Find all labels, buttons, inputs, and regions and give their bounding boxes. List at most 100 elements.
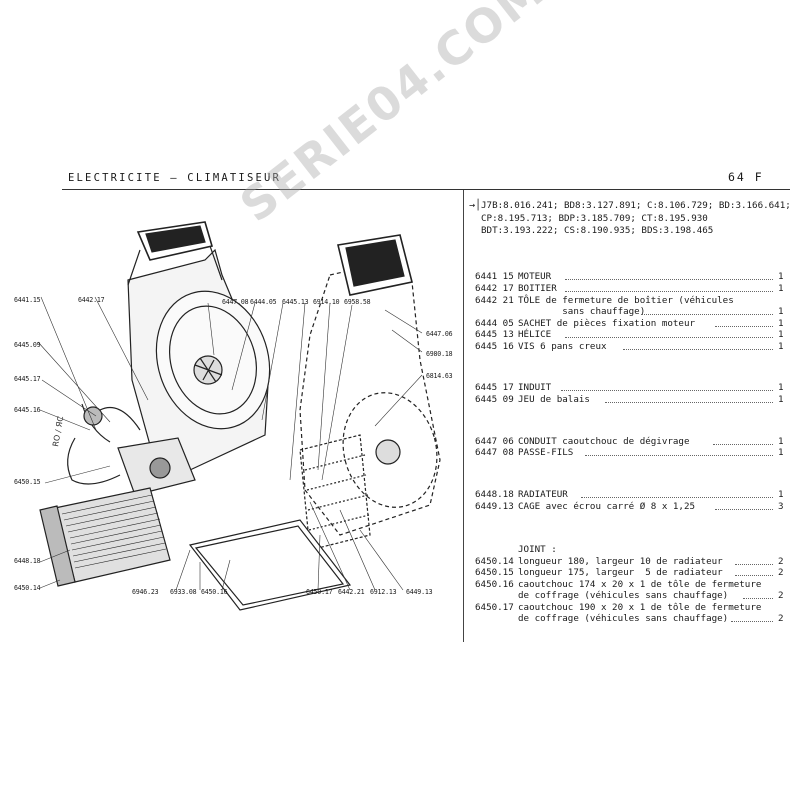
part-qty: 2 — [778, 590, 784, 601]
part-ref: 6445 17 — [475, 382, 514, 393]
part-ref: 6450.16 — [475, 579, 514, 590]
callout-label: 6946.23 — [132, 588, 159, 596]
leader-dots — [735, 575, 773, 576]
part-ref: 6450.14 — [475, 556, 514, 567]
part-desc: PASSE-FILS — [518, 447, 574, 458]
callout-label: 6450.15 — [14, 478, 41, 486]
part-ref: 6450.17 — [475, 602, 514, 613]
part-qty: 1 — [778, 489, 784, 500]
joint-label: JOINT : — [518, 544, 557, 555]
applicability-line: J7B:8.016.241; BD8:3.127.891; C:8.106.72… — [481, 200, 791, 211]
callout-label: 6958.58 — [344, 298, 371, 306]
leader-dots — [581, 497, 773, 498]
part-qty: 2 — [778, 613, 784, 624]
part-desc: TÔLE de fermeture de boîtier (véhicules — [518, 295, 734, 306]
part-ref: 6447 08 — [475, 447, 514, 458]
part-desc: caoutchouc 174 x 20 x 1 de tôle de ferme… — [518, 579, 762, 590]
callout-label: 6980.18 — [426, 350, 453, 358]
part-ref: 6445 09 — [475, 394, 514, 405]
diagram-ink-text: RO / ЯC — [51, 415, 65, 447]
part-qty: 1 — [778, 382, 784, 393]
arrow-right-icon: →│ — [469, 200, 482, 211]
header-rule — [62, 189, 790, 190]
callout-label: 6447.06 — [426, 330, 453, 338]
part-desc: longueur 175, largeur 5 de radiateur — [518, 567, 723, 578]
part-desc: JEU de balais — [518, 394, 590, 405]
callout-label: 6445.13 — [282, 298, 309, 306]
page-title: ELECTRICITE – CLIMATISEUR — [68, 172, 282, 184]
leader-dots — [715, 326, 773, 327]
part-qty: 2 — [778, 556, 784, 567]
part-desc: SACHET de pièces fixation moteur — [518, 318, 696, 329]
part-ref: 6445 13 — [475, 329, 514, 340]
part-desc: CAGE avec écrou carré Ø 8 x 1,25 — [518, 501, 696, 512]
callout-label: 6450.17 — [306, 588, 333, 596]
part-ref: 6448.18 — [475, 489, 514, 500]
applicability-line: BDT:3.193.222; CS:8.190.935; BDS:3.198.4… — [481, 225, 714, 237]
callout-label: 6444.05 — [250, 298, 277, 306]
leader-dots — [713, 444, 773, 445]
part-qty: 1 — [778, 318, 784, 329]
part-qty: 1 — [778, 271, 784, 282]
part-desc: VIS 6 pans creux — [518, 341, 607, 352]
part-qty: 1 — [778, 329, 784, 340]
callout-label: 6449.13 — [406, 588, 433, 596]
part-desc: caoutchouc 190 x 20 x 1 de tôle de ferme… — [518, 602, 762, 613]
part-ref: 6449.13 — [475, 501, 514, 512]
part-desc: de coffrage (véhicules sans chauffage) — [518, 613, 729, 624]
leader-dots — [641, 314, 773, 315]
leader-dots — [731, 621, 773, 622]
applicability-block: J7B:8.016.241; BD8:3.127.891; C:8.106.72… — [481, 200, 791, 238]
callout-label: 6912.13 — [370, 588, 397, 596]
part-desc: sans chauffage) — [518, 306, 646, 317]
part-qty: 1 — [778, 447, 784, 458]
part-qty: 1 — [778, 341, 784, 352]
part-desc: HÉLICE — [518, 329, 552, 340]
part-ref: 6450.15 — [475, 567, 514, 578]
part-qty: 1 — [778, 394, 784, 405]
leader-dots — [623, 349, 773, 350]
part-ref: 6447 06 — [475, 436, 514, 447]
leader-dots — [605, 402, 773, 403]
callout-label: 6450.14 — [14, 584, 41, 592]
part-desc: BOITIER — [518, 283, 557, 294]
callout-label: 6450.16 — [201, 588, 228, 596]
leader-dots — [743, 598, 773, 599]
leader-dots — [565, 279, 773, 280]
part-ref: 6441 15 — [475, 271, 514, 282]
callout-label: 6914.10 — [313, 298, 340, 306]
callout-label: 6442.17 — [78, 296, 105, 304]
callout-label: 6441.15 — [14, 296, 41, 304]
part-qty: 1 — [778, 306, 784, 317]
page-number: 64 F — [728, 170, 764, 184]
part-desc: de coffrage (véhicules sans chauffage) — [518, 590, 729, 601]
callout-label: 6447.08 — [222, 298, 249, 306]
part-ref: 6442 21 — [475, 295, 514, 306]
callout-label: 6448.18 — [14, 557, 41, 565]
callout-label: 6933.08 — [170, 588, 197, 596]
part-ref: 6442 17 — [475, 283, 514, 294]
part-qty: 1 — [778, 436, 784, 447]
part-qty: 1 — [778, 283, 784, 294]
part-desc: MOTEUR — [518, 271, 552, 282]
part-ref: 6444 05 — [475, 318, 514, 329]
part-qty: 3 — [778, 501, 784, 512]
leader-dots — [565, 291, 773, 292]
leader-dots — [561, 390, 773, 391]
part-desc: CONDUIT caoutchouc de dégivrage — [518, 436, 690, 447]
leader-dots — [735, 564, 773, 565]
exploded-diagram: RO / ЯC 6441.15 6442.17 6447.08 6444.05 … — [0, 190, 463, 650]
callout-label: 6445.16 — [14, 406, 41, 414]
column-divider — [463, 190, 464, 642]
part-ref: 6445 16 — [475, 341, 514, 352]
callout-label: 6445.09 — [14, 341, 41, 349]
exploded-diagram-drawing: RO / ЯC — [37, 221, 441, 611]
callout-label: 6442.21 — [338, 588, 365, 596]
part-desc: INDUIT — [518, 382, 552, 393]
applicability-line: CP:8.195.713; BDP:3.185.709; CT:8.195.93… — [481, 212, 708, 224]
callout-label: 6814.63 — [426, 372, 453, 380]
leader-dots — [565, 337, 773, 338]
part-qty: 2 — [778, 567, 784, 578]
leader-dots — [585, 455, 773, 456]
